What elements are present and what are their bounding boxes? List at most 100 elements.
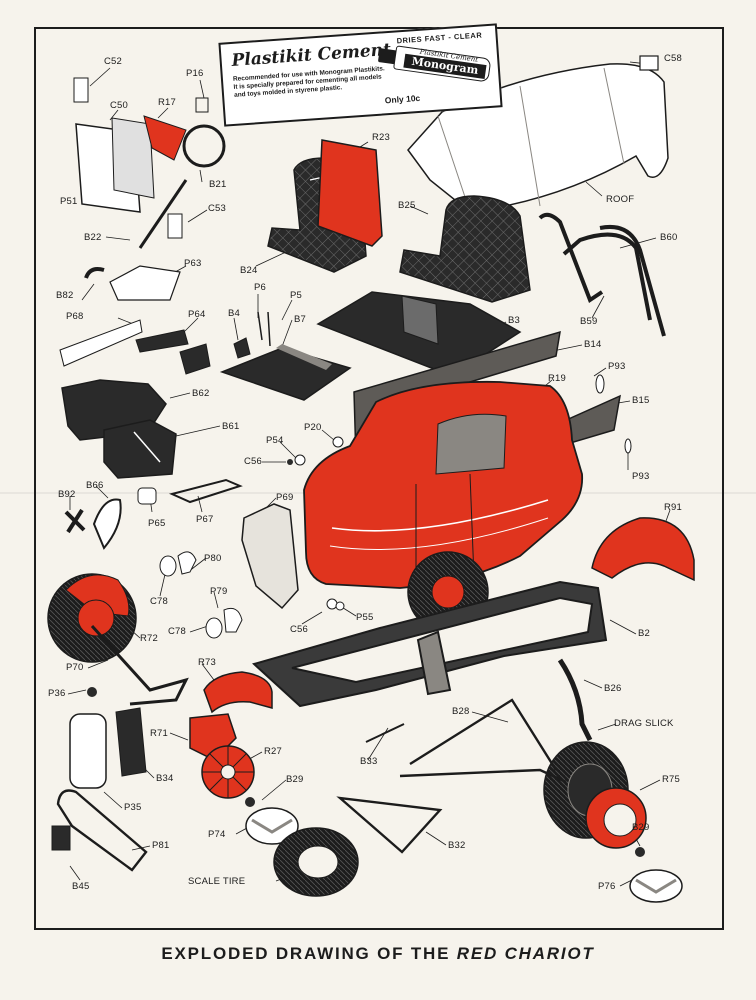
part-label-b29-front: B29 [286,774,304,785]
p69-panel [241,503,299,610]
p6-p5-levers [257,311,271,347]
part-label-p65: P65 [148,518,166,529]
p76-hubcap [629,869,683,903]
cement-tube-icon: Plastikit Cement Monogram [377,38,493,87]
p54-part [294,454,306,466]
r73-fender [203,671,273,714]
part-label-drag-slick: DRAG SLICK [614,718,674,729]
part-label-p63: P63 [184,258,202,269]
p74-hubcap [245,807,299,845]
part-label-p20: P20 [304,422,322,433]
part-label-p16: P16 [186,68,204,79]
p64-parts [135,329,211,375]
part-label-b29-rear: B29 [632,822,650,833]
part-label-c58: C58 [664,53,683,64]
part-label-r71: R71 [150,728,169,739]
part-label-p70: P70 [66,662,84,673]
p63-engine [109,265,181,301]
part-label-b4: B4 [228,308,241,319]
b2-chassis [252,580,608,708]
b26-spring [557,658,593,742]
part-label-b60: B60 [660,232,678,243]
part-label-p74: P74 [208,829,226,840]
b33-rod [365,723,405,743]
part-label-r73: R73 [198,657,217,668]
p79-lamp [223,607,243,633]
c58-lens [639,55,659,71]
part-label-b25: B25 [398,200,416,211]
part-label-p76: P76 [598,881,616,892]
r91-fender [591,517,695,582]
b29-nut [245,797,255,807]
part-label-p54: P54 [266,435,284,446]
part-label-r19: R19 [548,373,567,384]
caption-model: RED CHARIOT [456,944,595,963]
part-label-b2: B2 [638,628,651,639]
part-label-r23: R23 [372,132,391,143]
p36-part [87,687,97,697]
part-label-c53: C53 [208,203,227,214]
part-label-p55: P55 [356,612,374,623]
diagram-caption: EXPLODED DRAWING OF THE RED CHARIOT [0,944,756,964]
b32-link [336,796,443,854]
part-label-c78-upper: C78 [150,596,169,607]
p80-lamp [177,551,197,575]
p35-grille [69,713,107,789]
r19-body [303,380,584,589]
part-label-b45: B45 [72,881,90,892]
part-label-b21: B21 [209,179,227,190]
part-label-b28: B28 [452,706,470,717]
part-label-p51: P51 [60,196,78,207]
caption-prefix: EXPLODED DRAWING OF THE [161,944,451,963]
part-label-b62: B62 [192,388,210,399]
part-label-r17: R17 [158,97,177,108]
part-label-c56-upper: C56 [244,456,263,467]
part-label-b26: B26 [604,683,622,694]
part-label-p67: P67 [196,514,214,525]
b21-steering-wheel [182,124,226,168]
p68-part [59,319,143,367]
part-label-p81: P81 [152,840,170,851]
part-label-b3: B3 [508,315,521,326]
part-label-c56-lower: C56 [290,624,309,635]
b92-fan [64,508,86,534]
part-label-p64: P64 [188,309,206,320]
b22-column [138,179,188,249]
part-label-c78-lower: C78 [168,626,187,637]
p20-part [332,436,344,448]
p65-part [137,487,157,505]
part-label-b15: B15 [632,395,650,406]
ad-price: Only 10c [384,92,421,106]
part-label-p35: P35 [124,802,142,813]
b34-part [115,707,147,777]
part-label-b32: B32 [448,840,466,851]
part-label-p79: P79 [210,586,228,597]
p81-bumper [56,789,148,872]
part-label-b24: B24 [240,265,258,276]
b4-part [233,337,251,359]
part-label-p69: P69 [276,492,294,503]
part-label-b61: B61 [222,421,240,432]
c78-lens [159,555,177,577]
part-label-r91: R91 [664,502,683,513]
p70-axle [90,624,189,706]
seat-rear [399,195,531,303]
part-label-c52: C52 [104,56,123,67]
r23-seat-back [317,139,383,247]
r17-dash [143,115,187,161]
ad-body: Recommended for use with Monogram Plasti… [232,65,385,99]
part-label-scale-tire: SCALE TIRE [188,876,246,887]
part-label-p68: P68 [66,311,84,322]
p67-rack [168,478,243,504]
part-label-b14: B14 [584,339,602,350]
part-label-p5: P5 [290,290,303,301]
part-label-p80: P80 [204,553,222,564]
part-label-b92: B92 [58,489,76,500]
part-label-b34: B34 [156,773,174,784]
part-label-r75: R75 [662,774,681,785]
part-label-b66: B66 [86,480,104,491]
part-label-p93-lower: P93 [632,471,650,482]
part-label-b82: B82 [56,290,74,301]
c56-part [326,598,338,610]
